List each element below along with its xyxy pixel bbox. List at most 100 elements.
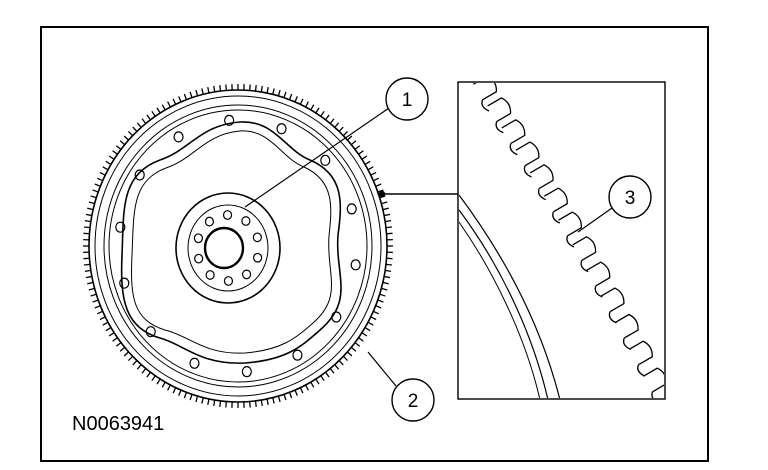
detail-tooth: [572, 236, 597, 262]
gear-tooth: [112, 337, 118, 342]
detail-tooth: [614, 313, 639, 339]
gear-tooth: [151, 375, 156, 382]
gear-tooth: [334, 364, 340, 370]
gear-tooth: [195, 395, 199, 403]
hub-bolt-hole: [205, 270, 215, 280]
gear-tooth: [90, 293, 97, 297]
gear-tooth: [354, 145, 361, 150]
gear-tooth: [99, 316, 106, 321]
callout-2-label: 2: [408, 391, 419, 412]
gear-tooth: [320, 110, 325, 117]
flywheel-outer-rim: [88, 89, 388, 403]
gear-tooth: [87, 281, 94, 285]
gear-tooth: [288, 93, 293, 100]
bolt-hole: [346, 203, 357, 215]
gear-tooth: [83, 226, 91, 229]
flywheel-rim-line: [103, 104, 373, 388]
gear-tooth: [260, 85, 263, 93]
gear-tooth: [346, 135, 353, 141]
callout-2-circle: [391, 378, 435, 422]
figure-reference-code: N0063941: [72, 413, 164, 435]
gear-tooth: [115, 342, 122, 347]
callout-3-circle: [608, 175, 652, 219]
gear-tooth: [167, 101, 171, 108]
gear-tooth: [136, 364, 142, 370]
gear-tooth: [102, 166, 109, 171]
hub-bolt-hole: [193, 233, 203, 244]
gear-tooth: [178, 389, 182, 396]
gear-tooth: [84, 220, 91, 223]
flywheel-rim-inner: [94, 95, 382, 397]
gear-tooth: [283, 91, 287, 98]
gear-tooth: [167, 384, 171, 391]
gear-tooth: [96, 177, 103, 182]
gear-tooth: [189, 91, 193, 98]
gear-tooth: [119, 140, 126, 146]
bolt-hole: [134, 169, 145, 181]
gear-tooth: [277, 89, 281, 97]
gear-tooth: [94, 305, 101, 309]
gear-tooth: [88, 201, 95, 205]
flywheel-rim-line-2: [108, 109, 368, 383]
gear-tooth: [183, 392, 188, 399]
gear-tooth: [127, 355, 134, 362]
gear-tooth: [375, 183, 382, 187]
gear-tooth: [375, 305, 382, 309]
bolt-hole: [241, 366, 252, 378]
bolt-hole: [224, 114, 235, 126]
gear-tooth: [305, 384, 309, 391]
gear-tooth: [385, 226, 393, 229]
detail-tooth: [643, 367, 664, 393]
gear-tooth: [189, 394, 193, 401]
ring-gear-teeth: [83, 84, 393, 408]
gear-tooth: [329, 118, 335, 124]
gear-tooth: [342, 355, 349, 362]
gear-tooth: [334, 122, 340, 128]
callout-1-label: 1: [402, 90, 413, 111]
gear-tooth: [156, 107, 161, 114]
gear-tooth: [201, 88, 204, 95]
callout-1-circle: [385, 77, 429, 121]
gear-tooth: [178, 96, 182, 103]
hub-bolt-hole: [223, 276, 234, 286]
gear-tooth: [346, 351, 353, 357]
gear-tooth: [195, 89, 199, 97]
gear-tooth: [384, 213, 391, 217]
gear-tooth: [277, 395, 281, 403]
hub-outer: [175, 192, 281, 304]
gear-tooth: [108, 332, 115, 337]
detail-tooth-root: [537, 188, 547, 201]
gear-tooth: [201, 397, 204, 404]
gear-tooth: [325, 371, 330, 378]
gear-tooth: [385, 220, 392, 223]
gear-tooth: [266, 86, 269, 94]
flywheel-drawing: [83, 84, 393, 408]
detail-tooth-root: [594, 285, 603, 298]
detail-tooth-root: [481, 99, 490, 112]
gear-tooth: [272, 88, 275, 95]
gear-tooth: [161, 104, 166, 111]
gear-tooth: [283, 394, 287, 401]
detail-tooth-root: [580, 260, 589, 273]
gear-tooth: [377, 299, 384, 303]
gear-tooth: [272, 397, 275, 404]
detail-tooth-root: [509, 143, 518, 156]
gear-tooth: [354, 342, 361, 347]
hub-bolt-hole: [204, 216, 215, 227]
detail-tooth-root: [637, 364, 646, 377]
detail-tooth: [543, 187, 568, 213]
detail-frame: [457, 81, 666, 400]
gear-tooth: [213, 399, 216, 407]
center-bore: [203, 226, 245, 270]
outer-bolt-holes: [115, 114, 361, 378]
gear-tooth: [294, 389, 298, 396]
plate-cutout-inner: [131, 130, 332, 354]
gear-tooth: [94, 183, 101, 187]
gear-tooth: [102, 321, 109, 326]
gear-tooth: [92, 189, 99, 193]
detail-arc-2: [459, 209, 549, 398]
gear-tooth: [207, 86, 210, 94]
gear-tooth: [92, 299, 99, 303]
detail-tooth-root: [495, 121, 504, 134]
gear-tooth: [151, 110, 156, 117]
